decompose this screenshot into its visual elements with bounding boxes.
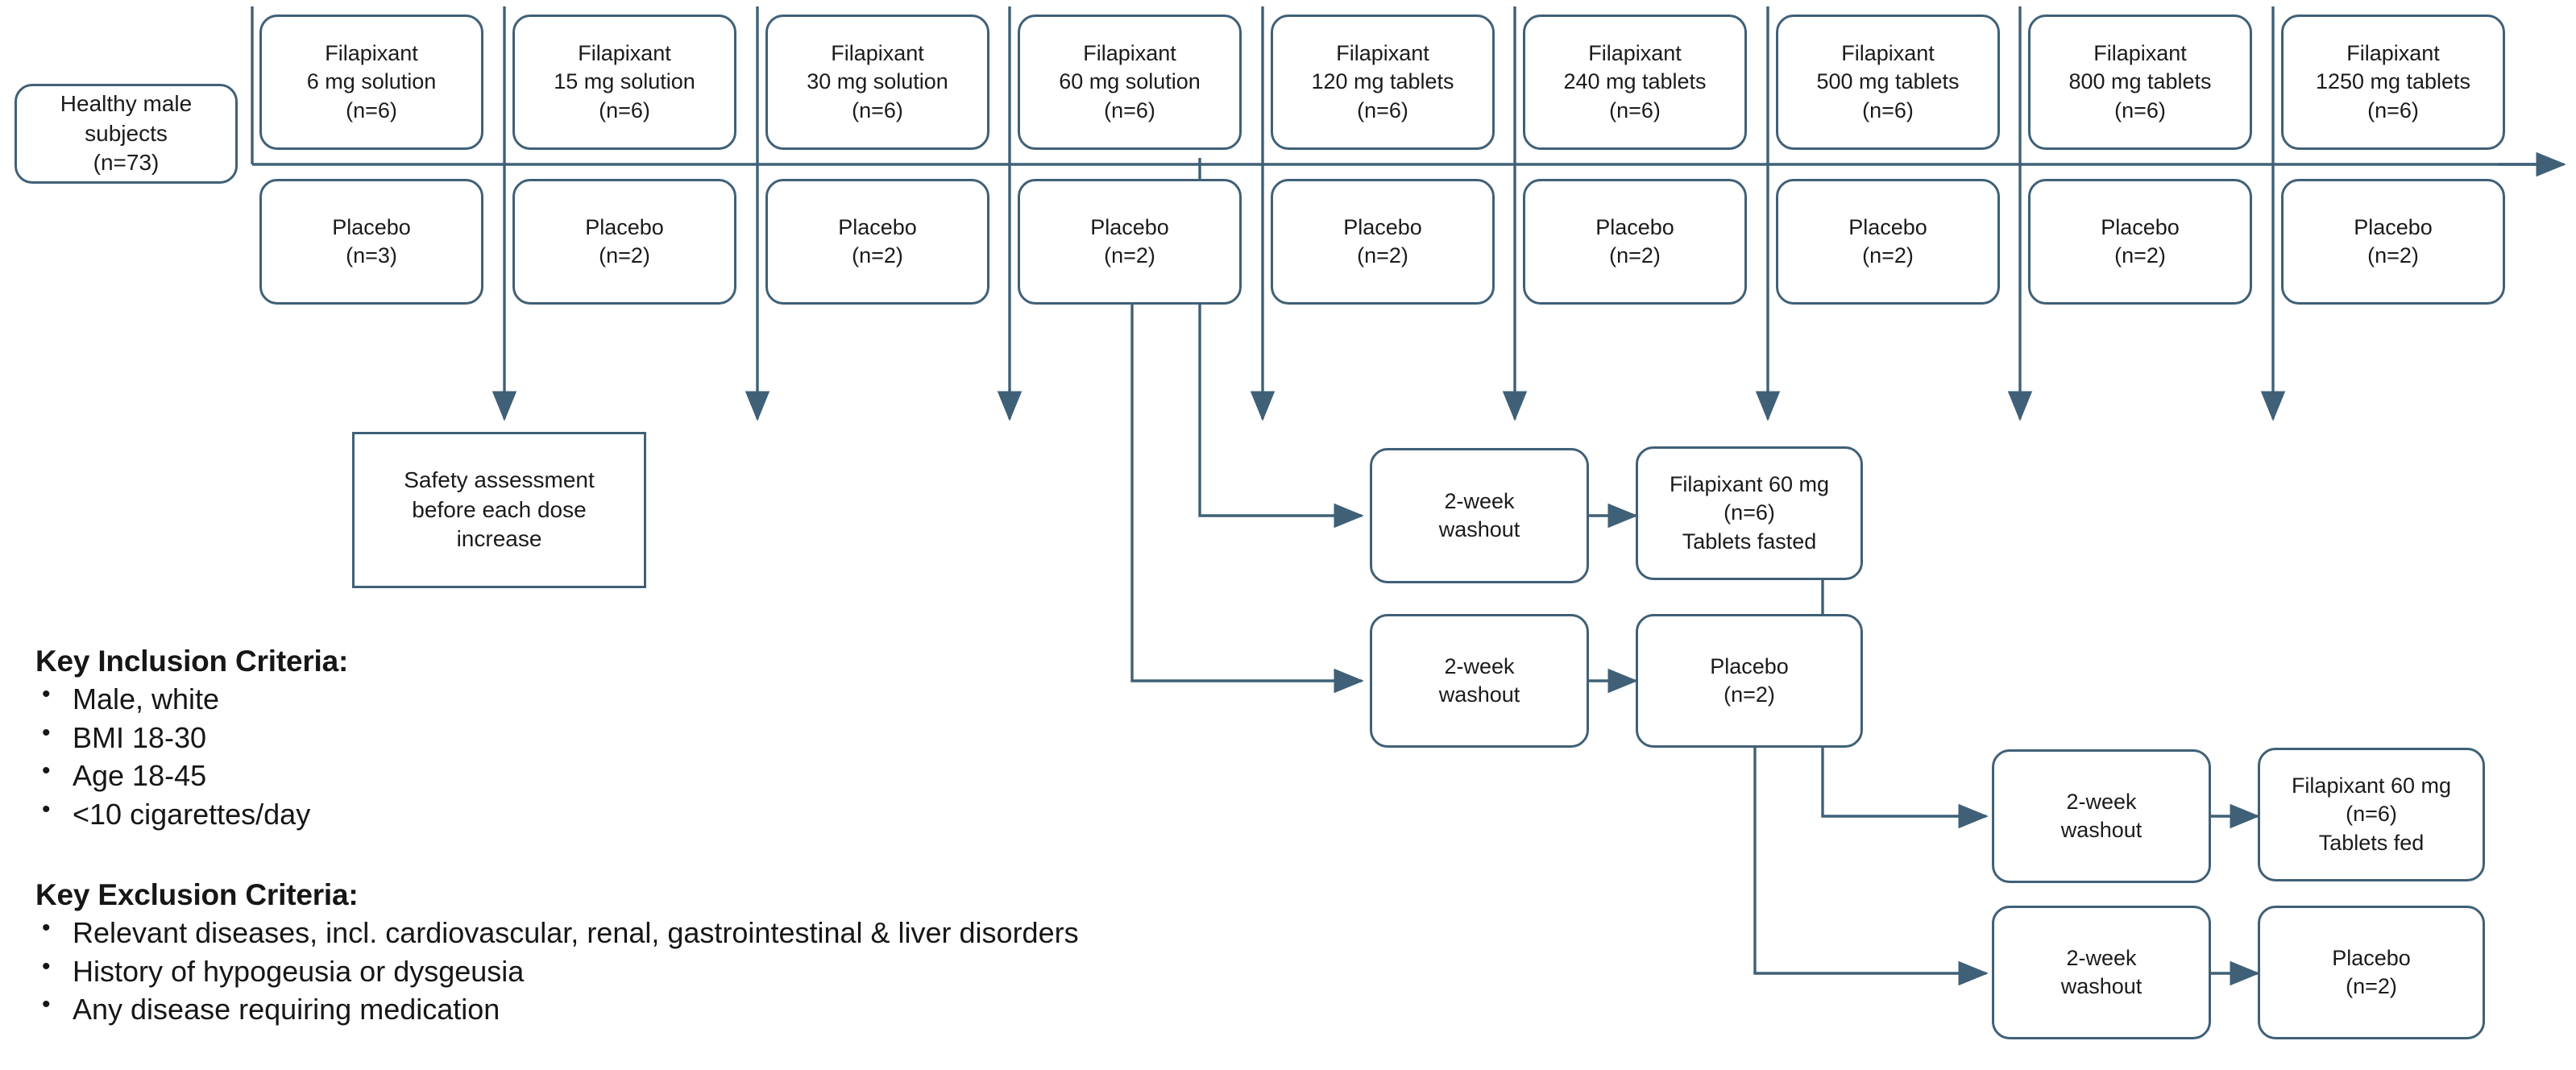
placebo-label-2: Placebo (n=2) [585,214,664,268]
placebo-to-washout4 [1753,741,1989,986]
placebo-node-7[interactable]: Placebo (n=2) [1776,179,2000,305]
washout-label-3: 2-week washout [2060,789,2143,842]
placebo-label-4: Placebo (n=2) [1090,214,1169,268]
inclusion-criteria-item: <10 cigarettes/day [35,794,348,834]
washout-node-4[interactable]: 2-week washout [1992,906,2211,1039]
dose-label-9: Filapixant 1250 mg tablets (n=6) [2315,41,2471,122]
crossover-fed-placebo-label: Placebo (n=2) [2332,945,2411,998]
crossover-fasted-placebo-label: Placebo (n=2) [1710,653,1789,707]
crossover-fed-placebo-node[interactable]: Placebo (n=2) [2258,906,2485,1039]
dose-node-active-7[interactable]: Filapixant 500 mg tablets (n=6) [1776,15,2000,150]
placebo-node-9[interactable]: Placebo (n=2) [2281,179,2505,305]
inclusion-criteria-heading: Key Inclusion Criteria: [35,645,349,678]
placebo-label-5: Placebo (n=2) [1343,214,1422,268]
inclusion-criteria-list: Male, white BMI 18-30 Age 18-45 <10 ciga… [35,678,348,834]
placebo-label-1: Placebo (n=3) [332,214,411,268]
exclusion-criteria-block: Key Exclusion Criteria: Relevant disease… [35,878,1079,1029]
placebo-node-5[interactable]: Placebo (n=2) [1271,179,1495,305]
dose-label-6: Filapixant 240 mg tablets (n=6) [1563,41,1707,122]
dose-node-active-3[interactable]: Filapixant 30 mg solution (n=6) [765,15,989,150]
placebo-label-6: Placebo (n=2) [1595,214,1674,268]
placebo60-to-washout2 [1130,305,1364,694]
washout-node-3[interactable]: 2-week washout [1992,749,2211,883]
safety-assessment-node[interactable]: Safety assessment before each dose incre… [352,432,646,588]
dose-label-8: Filapixant 800 mg tablets (n=6) [2068,41,2212,122]
dose-label-7: Filapixant 500 mg tablets (n=6) [1816,41,1960,122]
placebo-node-2[interactable]: Placebo (n=2) [512,179,736,305]
placebo-node-1[interactable]: Placebo (n=3) [259,179,483,305]
washout-label-1: 2-week washout [1438,488,1520,541]
washout-label-4: 2-week washout [2060,945,2143,998]
placebo-label-7: Placebo (n=2) [1848,214,1927,268]
placebo-label-8: Placebo (n=2) [2101,214,2180,268]
crossover-fasted-placebo-node[interactable]: Placebo (n=2) [1636,614,1863,748]
inclusion-criteria-item: Age 18-45 [35,755,348,795]
placebo-node-4[interactable]: Placebo (n=2) [1018,179,1242,305]
inclusion-criteria-block: Key Inclusion Criteria: Male, white BMI … [35,645,348,833]
placebo-node-3[interactable]: Placebo (n=2) [765,179,989,305]
crossover-fed-active-label: Filapixant 60 mg (n=6) Tablets fed [2291,773,2452,855]
washout-node-2[interactable]: 2-week washout [1370,614,1589,748]
dose-node-active-5[interactable]: Filapixant 120 mg tablets (n=6) [1271,15,1495,150]
crossover-fed-active-node[interactable]: Filapixant 60 mg (n=6) Tablets fed [2258,748,2485,881]
dose-node-active-1[interactable]: Filapixant 6 mg solution (n=6) [259,15,483,150]
exclusion-criteria-list: Relevant diseases, incl. cardiovascular,… [35,912,1079,1029]
dose-node-active-8[interactable]: Filapixant 800 mg tablets (n=6) [2028,15,2252,150]
inclusion-criteria-item: BMI 18-30 [35,717,348,757]
dose-node-active-4[interactable]: Filapixant 60 mg solution (n=6) [1018,15,1242,150]
start-node-label: Healthy male subjects (n=73) [60,91,193,176]
dose-label-1: Filapixant 6 mg solution (n=6) [306,41,437,122]
dose-node-active-6[interactable]: Filapixant 240 mg tablets (n=6) [1523,15,1747,150]
safety-assessment-label: Safety assessment before each dose incre… [404,467,595,552]
crossover-fasted-active-label: Filapixant 60 mg (n=6) Tablets fasted [1669,472,1830,554]
dose-node-active-9[interactable]: Filapixant 1250 mg tablets (n=6) [2281,15,2505,150]
placebo-label-9: Placebo (n=2) [2354,214,2433,268]
dose-node-active-2[interactable]: Filapixant 15 mg solution (n=6) [512,15,736,150]
exclusion-criteria-item: History of hypogeusia or dysgeusia [35,951,1079,991]
washout-node-1[interactable]: 2-week washout [1370,448,1589,583]
inclusion-criteria-item: Male, white [35,678,348,719]
placebo-node-8[interactable]: Placebo (n=2) [2028,179,2252,305]
washout-label-2: 2-week washout [1438,653,1520,707]
dose-label-4: Filapixant 60 mg solution (n=6) [1059,41,1201,122]
dose-label-3: Filapixant 30 mg solution (n=6) [807,41,948,122]
exclusion-criteria-heading: Key Exclusion Criteria: [35,878,359,911]
placebo-node-6[interactable]: Placebo (n=2) [1523,179,1747,305]
dose-label-5: Filapixant 120 mg tablets (n=6) [1311,41,1454,122]
dose-label-2: Filapixant 15 mg solution (n=6) [554,41,695,122]
crossover-fasted-active-node[interactable]: Filapixant 60 mg (n=6) Tablets fasted [1636,446,1863,580]
exclusion-criteria-item: Any disease requiring medication [35,989,1079,1029]
start-node[interactable]: Healthy male subjects (n=73) [15,84,238,184]
exclusion-criteria-item: Relevant diseases, incl. cardiovascular,… [35,912,1079,952]
placebo-label-3: Placebo (n=2) [838,214,917,268]
